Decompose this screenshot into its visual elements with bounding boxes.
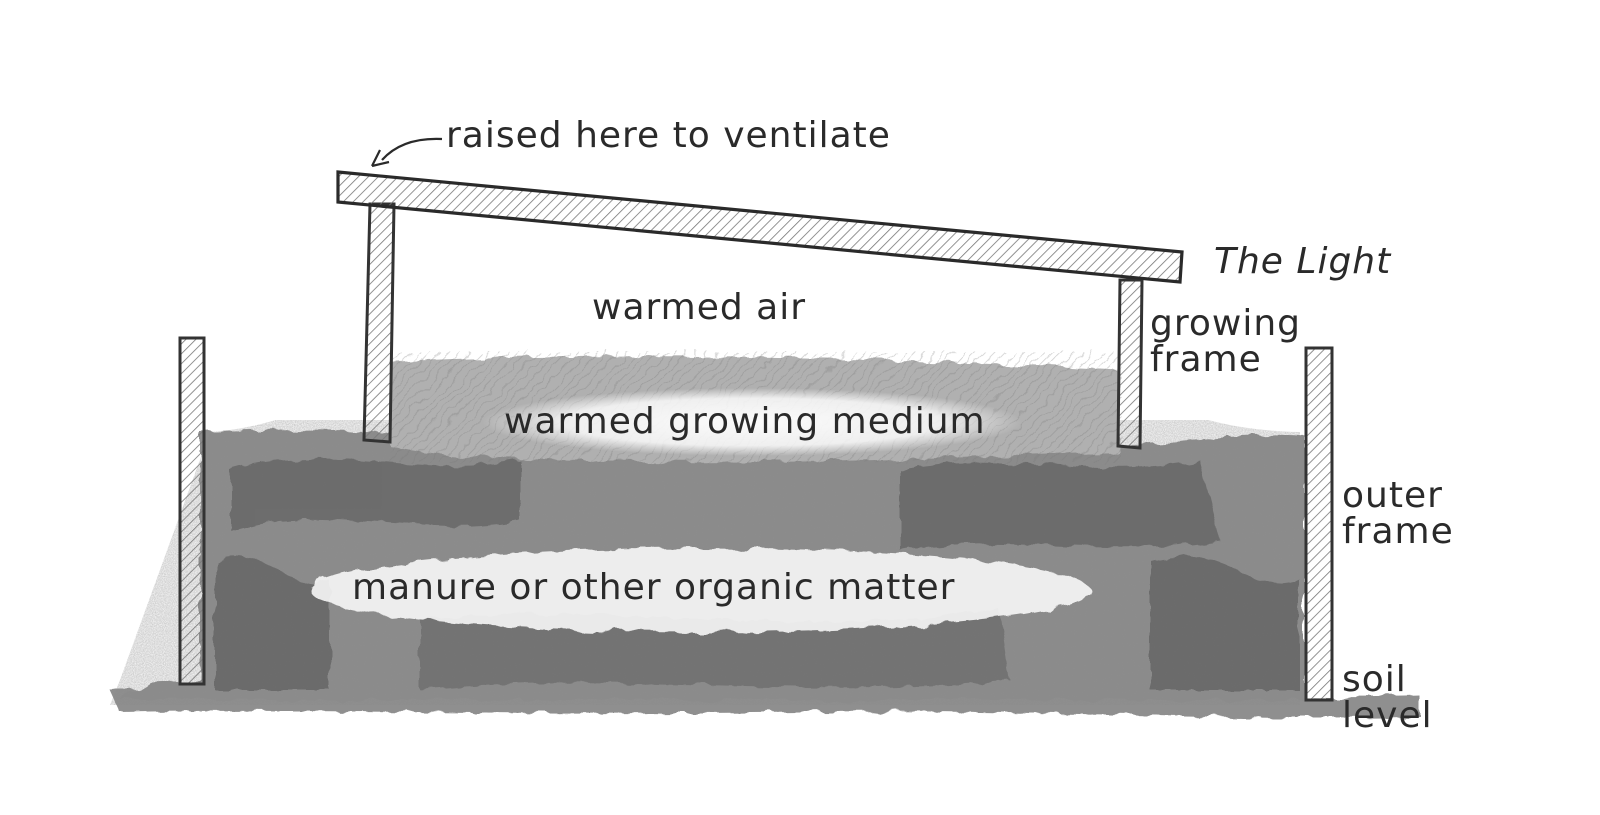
- label-the-light: The Light: [1214, 241, 1392, 282]
- growing-medium-layer: [390, 352, 1120, 462]
- label-soil-level: soil level: [1342, 659, 1433, 736]
- manure-layer: [110, 420, 1305, 705]
- label-growing-frame: growing frame: [1150, 303, 1301, 380]
- outer-frame-right-post: [1304, 346, 1334, 702]
- label-outer-frame: outer frame: [1342, 475, 1454, 552]
- growing-frame-left-post: [362, 202, 396, 444]
- label-raised-to-ventilate: raised here to ventilate: [446, 115, 891, 156]
- ventilate-arrow: [371, 137, 443, 168]
- outer-frame-left-post: [178, 336, 206, 686]
- label-warmed-air: warmed air: [592, 287, 807, 328]
- light-lid: [336, 170, 1184, 284]
- label-warmed-growing-medium: warmed growing medium: [504, 401, 986, 442]
- label-manure: manure or other organic matter: [352, 567, 956, 608]
- growing-frame-right-post: [1116, 278, 1144, 450]
